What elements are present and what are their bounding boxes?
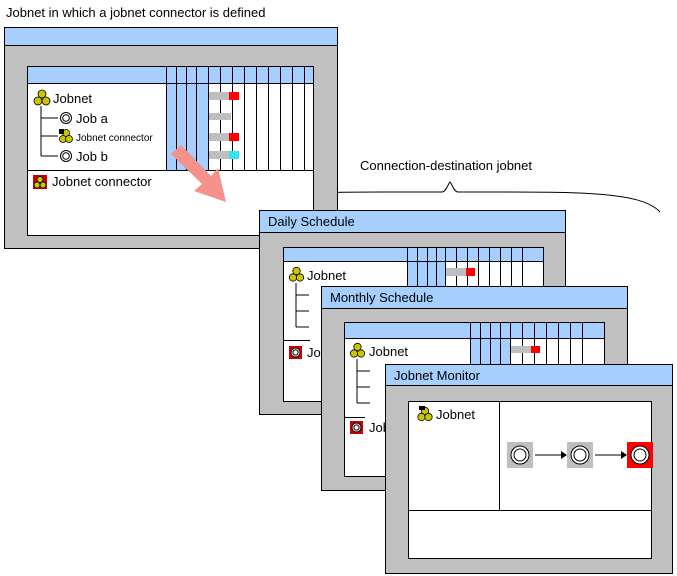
caption-destination: Connection-destination jobnet [360, 158, 533, 173]
tree-root-label: Jobnet [436, 407, 476, 422]
bottom-item-partial: Jo [307, 345, 321, 360]
job-flow [507, 442, 653, 468]
jobnet-monitor-title-bar: Jobnet Monitor [386, 365, 672, 386]
status-bar [209, 92, 229, 100]
status-bar [209, 151, 229, 159]
main-window-title-bar [5, 28, 337, 46]
jobnet-icon [288, 266, 305, 282]
job-icon [60, 150, 72, 162]
status-bar [466, 268, 475, 276]
main-window: Jobnet Job a Jobnet connector Job b J [4, 27, 338, 249]
jobnet-connector-icon [350, 421, 363, 434]
status-bar [511, 346, 531, 353]
tree-root-label: Jobnet [53, 91, 93, 106]
tree-item-job-a: Job a [76, 111, 108, 126]
monthly-schedule-title-bar: Monthly Schedule [322, 287, 627, 309]
caption-top: Jobnet in which a jobnet connector is de… [6, 5, 266, 20]
status-bar [229, 133, 239, 141]
status-bar [209, 113, 231, 120]
tree-root-label: Jobnet [307, 268, 347, 283]
tree-item-job-b: Job b [76, 149, 108, 164]
jobnet-connector-icon [33, 175, 47, 189]
bottom-item-partial: Job [369, 420, 390, 435]
tree-lines [40, 106, 58, 157]
jobnet-connector-icon [289, 346, 302, 359]
tree-lines [295, 283, 309, 328]
jobnet-icon [349, 342, 366, 358]
jobnet-icon [417, 406, 433, 422]
status-bar [229, 151, 239, 159]
monthly-gantt-header [345, 323, 604, 339]
bottom-item-jobnet-connector: Jobnet connector [52, 174, 152, 189]
tree-root-label: Jobnet [369, 344, 409, 359]
jobnet-connector-icon [59, 129, 73, 143]
status-bar [531, 346, 540, 353]
jobnet-monitor-window: Jobnet Monitor Jobnet [385, 364, 673, 574]
status-bar [229, 92, 239, 100]
jobnet-monitor-panel: Jobnet [408, 401, 653, 559]
job-icon [60, 112, 72, 124]
status-bar [209, 133, 229, 141]
status-bar [446, 268, 466, 276]
tree-lines [356, 359, 370, 404]
main-window-panel: Jobnet Job a Jobnet connector Job b J [27, 66, 314, 236]
tree-item-jobnet-connector: Jobnet connector [76, 133, 153, 144]
jobnet-icon [33, 89, 51, 106]
main-gantt-header [28, 67, 313, 84]
daily-schedule-title-bar: Daily Schedule [260, 211, 565, 233]
